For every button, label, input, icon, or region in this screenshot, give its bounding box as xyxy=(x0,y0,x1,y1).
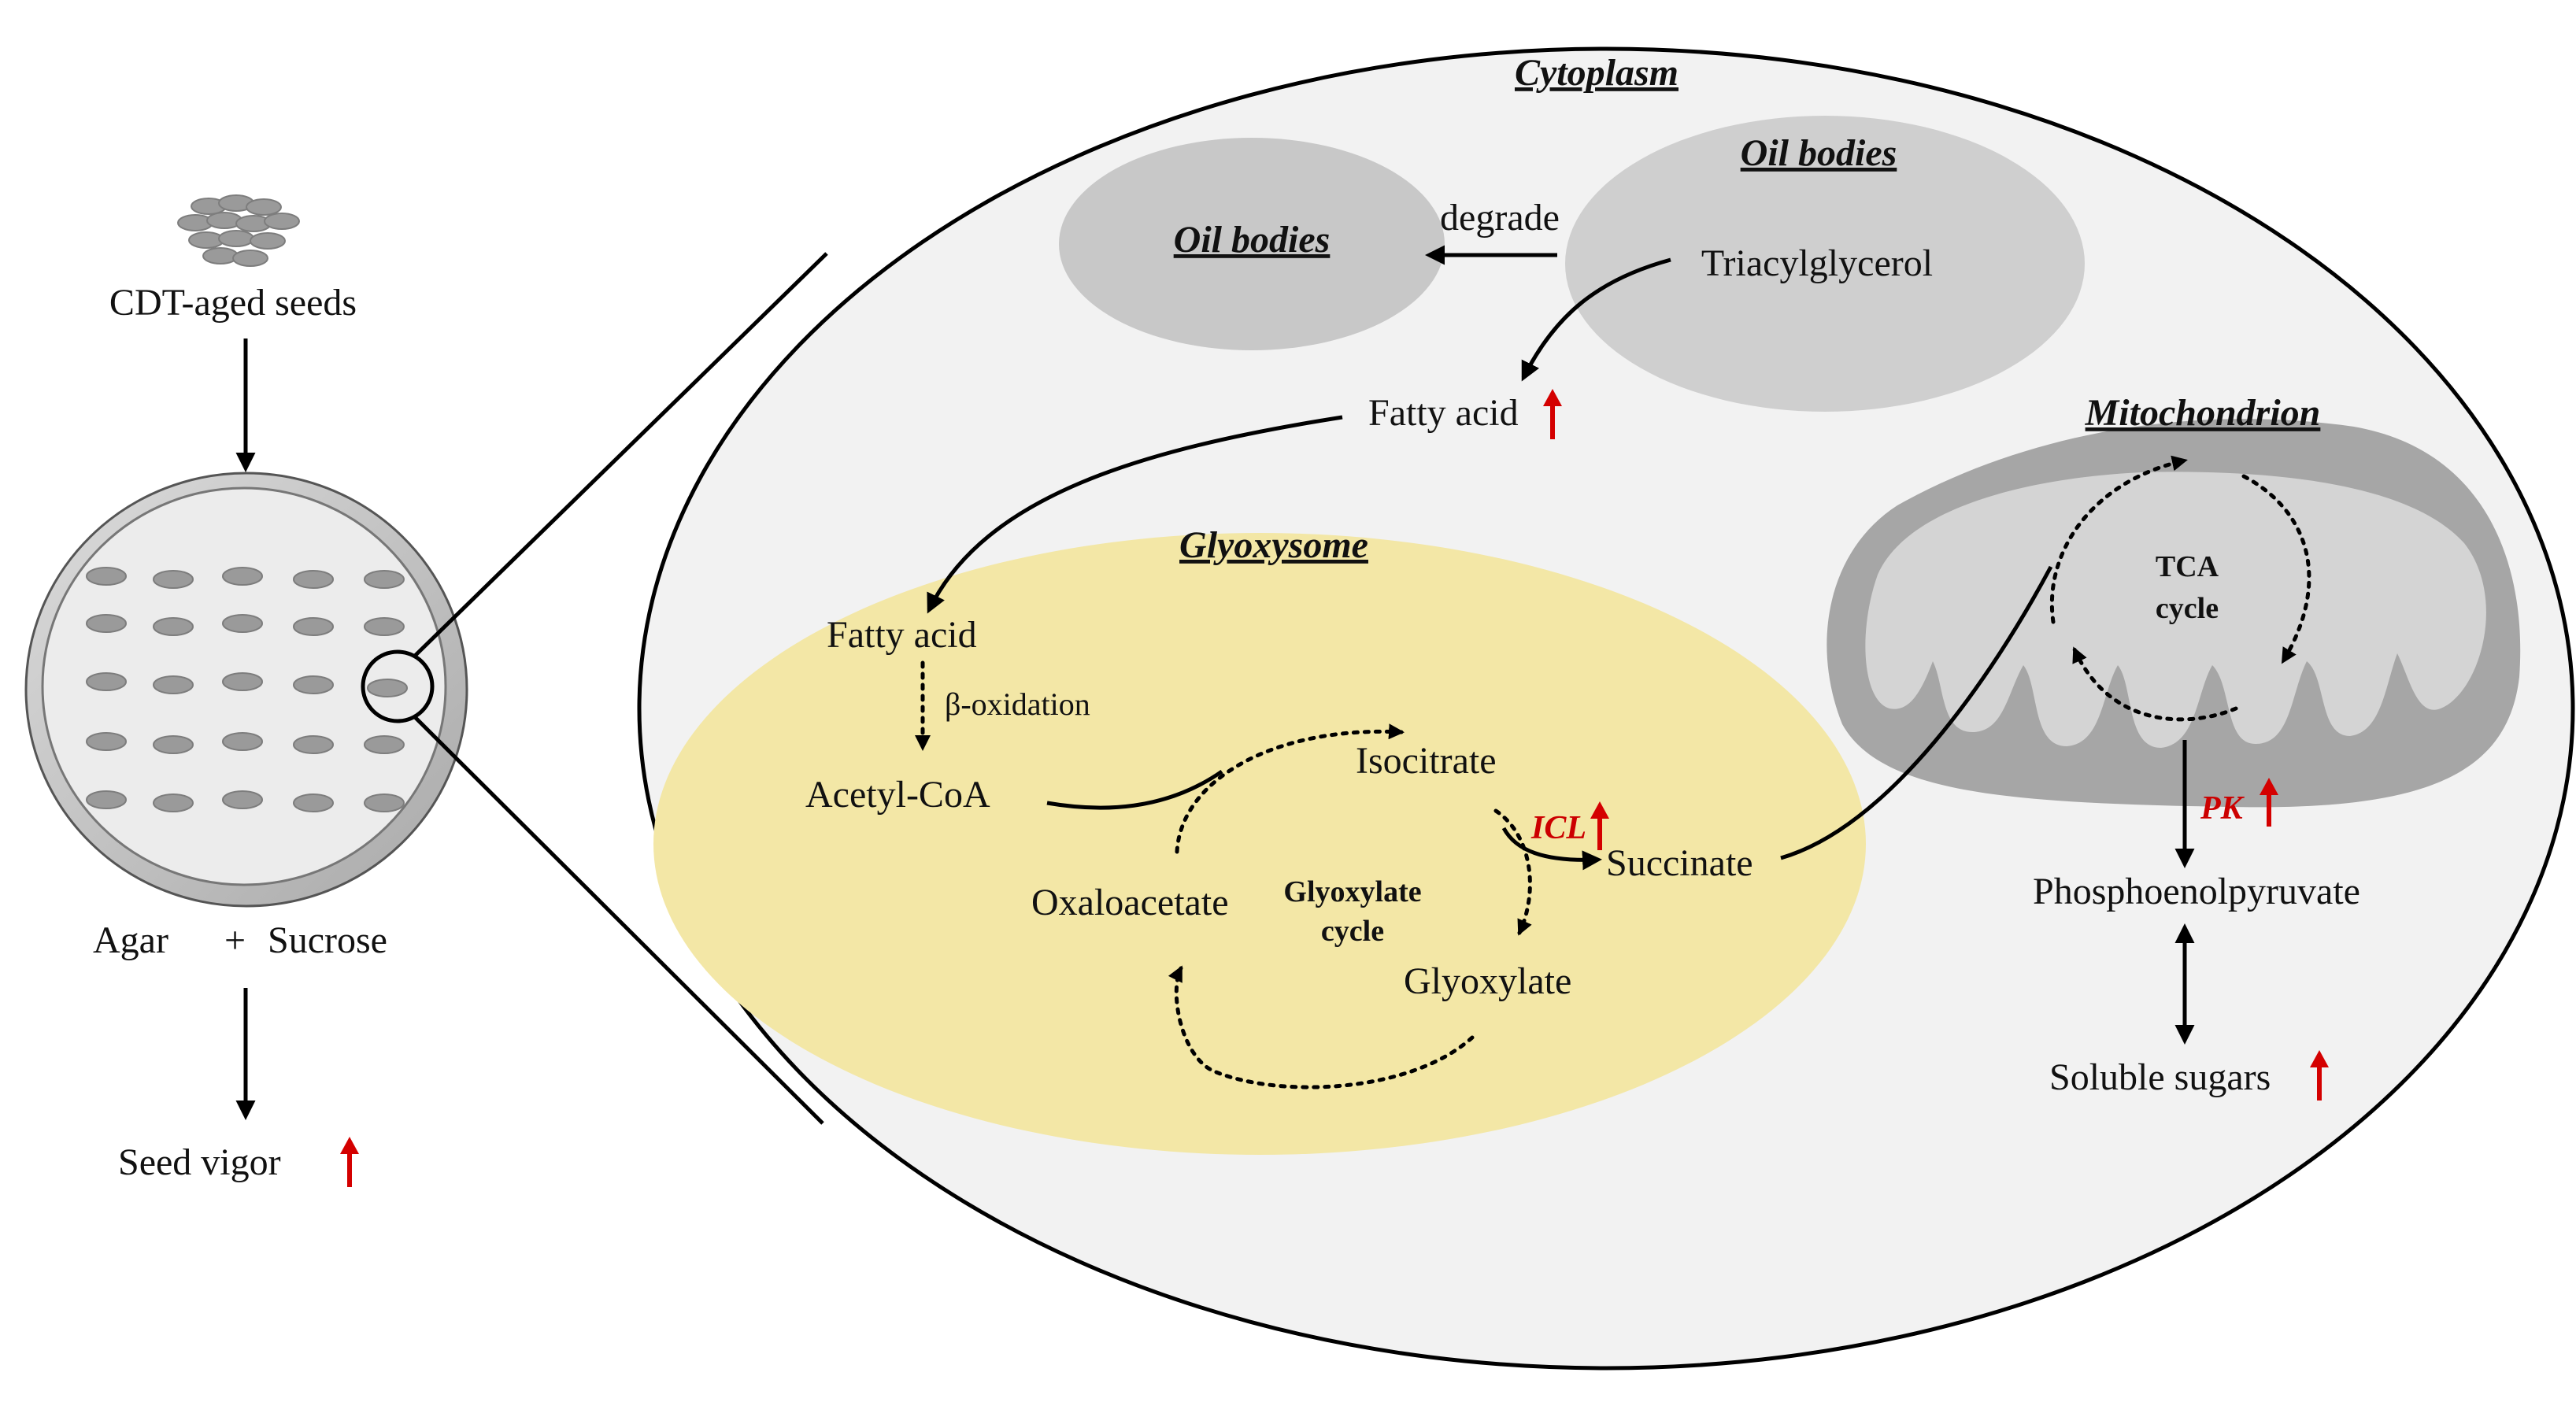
oil-body-left xyxy=(1059,138,1445,350)
seed-cluster-icon xyxy=(177,194,300,267)
degrade-label: degrade xyxy=(1440,197,1560,239)
mitochondrion xyxy=(1827,419,2521,808)
fatty-acid-up-arrow-icon xyxy=(1543,389,1562,439)
agar-label: Agar xyxy=(93,919,168,961)
pk-label: PK xyxy=(2200,790,2245,827)
plus-label: + xyxy=(224,919,246,961)
fatty-acid-import-arrow xyxy=(927,415,1343,614)
oil-bodies-right-title: Oil bodies xyxy=(1741,132,1897,174)
tca-label-line1: TCA xyxy=(2156,550,2219,583)
dish-seeds xyxy=(86,567,408,812)
tca-arc-top-left xyxy=(2050,455,2188,624)
sucrose-label: Sucrose xyxy=(268,919,387,961)
zoom-line-top xyxy=(413,252,828,658)
seed-vigor-label: Seed vigor xyxy=(118,1141,281,1183)
soluble-sugars-up-arrow-icon xyxy=(2310,1050,2329,1101)
mitochondrion-title: Mitochondrion xyxy=(2085,392,2321,434)
tca-arc-right xyxy=(2241,474,2311,664)
tca-arc-bottom xyxy=(2072,646,2238,722)
isocitrate-label: Isocitrate xyxy=(1356,740,1497,782)
beta-oxidation-label: β-oxidation xyxy=(945,686,1090,722)
cycle-isocitrate-to-glyoxylate xyxy=(1493,808,1532,936)
succinate-label: Succinate xyxy=(1606,842,1753,884)
zoom-line-bottom xyxy=(413,715,824,1125)
glyoxylate-cycle-label-line2: cycle xyxy=(1321,915,1384,948)
acetyl-coa-entry-arrow xyxy=(1046,769,1223,810)
fatty-acid-glyoxysome-label: Fatty acid xyxy=(827,614,977,656)
pk-up-arrow-icon xyxy=(2260,778,2278,827)
oxaloacetate-label: Oxaloacetate xyxy=(1031,882,1229,923)
cycle-glyoxylate-to-oaa xyxy=(1168,965,1475,1089)
tag-to-fatty-acid-arrow xyxy=(1521,257,1671,382)
zoom-circle xyxy=(361,649,435,723)
tca-label-line2: cycle xyxy=(2156,592,2219,625)
cdt-aged-seeds-label: CDT-aged seeds xyxy=(109,282,357,324)
soluble-sugars-label: Soluble sugars xyxy=(2049,1056,2271,1098)
icl-label: ICL xyxy=(1530,810,1586,846)
oil-body-right xyxy=(1565,116,2085,412)
fatty-acid-cytoplasm-label: Fatty acid xyxy=(1368,392,1519,434)
oil-bodies-left-title: Oil bodies xyxy=(1174,219,1331,261)
mitochondrion-cristae xyxy=(1865,472,2486,748)
cytoplasm-title: Cytoplasm xyxy=(1515,52,1678,94)
cycle-oaa-to-isocitrate xyxy=(1175,723,1405,854)
petri-dish-icon xyxy=(24,472,468,908)
icl-up-arrow-icon xyxy=(1590,801,1609,850)
icl-arrow xyxy=(1501,827,1602,871)
succinate-to-tca-arrow xyxy=(1780,565,2053,860)
seed-vigor-up-arrow-icon xyxy=(340,1137,359,1187)
acetyl-coa-label: Acetyl-CoA xyxy=(805,774,990,816)
glyoxylate-cycle-label-line1: Glyoxylate xyxy=(1283,875,1421,908)
glyoxylate-label: Glyoxylate xyxy=(1404,960,1571,1002)
glyoxysome xyxy=(653,533,1866,1155)
triacylglycerol-label: Triacylglycerol xyxy=(1701,242,1933,284)
glyoxysome-title: Glyoxysome xyxy=(1179,524,1368,566)
phosphoenolpyruvate-label: Phosphoenolpyruvate xyxy=(2033,871,2360,912)
